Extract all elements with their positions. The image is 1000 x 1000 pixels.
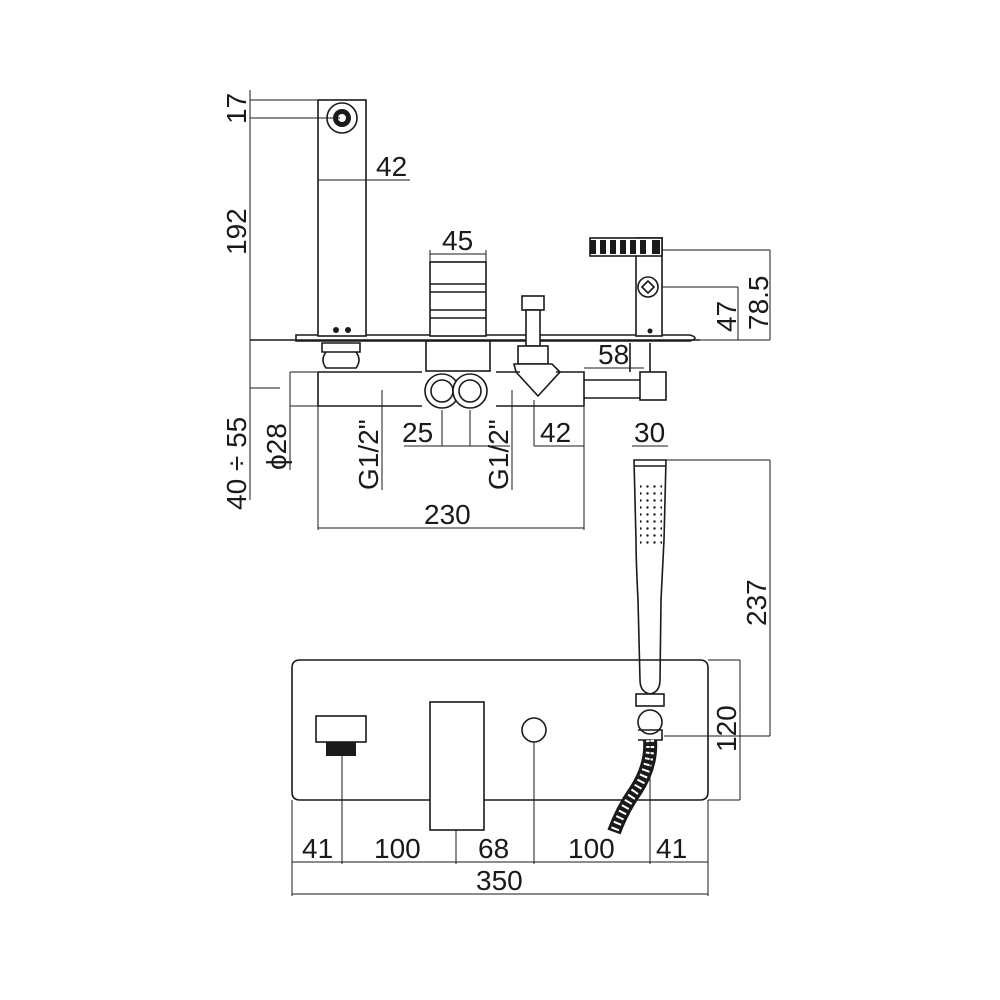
spout <box>317 99 367 369</box>
dim-front-100-right: 100 <box>568 833 615 864</box>
dim-holder-a: 47 <box>711 301 742 332</box>
handshower-holder <box>589 237 663 337</box>
dim-inlet-spacing: 25 <box>402 417 433 448</box>
dim-spout-outlet: 17 <box>221 93 252 124</box>
mixer-cartridge <box>425 261 491 372</box>
dimension-labels: 17 192 42 45 47 78.5 58 40 ÷ 55 ϕ28 G1/2… <box>221 93 774 896</box>
side-view <box>249 90 700 409</box>
front-plate <box>291 659 709 835</box>
dim-plate-height: 120 <box>711 705 742 752</box>
dim-wall-depth: 40 ÷ 55 <box>221 417 252 510</box>
dim-mixer-width: 45 <box>442 225 473 256</box>
dim-front-41-right: 41 <box>656 833 687 864</box>
dim-diverter-offset: 42 <box>540 417 571 448</box>
dim-spout-depth: 42 <box>376 151 407 182</box>
handshower <box>633 459 667 741</box>
dim-hose-connector: 30 <box>634 417 665 448</box>
dim-front-68: 68 <box>478 833 509 864</box>
dim-handshower-length: 237 <box>741 579 772 626</box>
dim-front-100-left: 100 <box>374 833 421 864</box>
pipe-body <box>317 343 667 409</box>
dim-inlet-right: G1/2" <box>483 419 514 490</box>
dim-pipe-diameter: ϕ28 <box>261 423 292 470</box>
dim-spout-height: 192 <box>221 208 252 255</box>
dim-holder-b: 78.5 <box>743 276 774 331</box>
dim-body-length: 230 <box>424 499 471 530</box>
diverter <box>512 295 562 398</box>
dim-inlet-left: G1/2" <box>353 419 384 490</box>
dim-outlet-offset: 58 <box>598 339 629 370</box>
dimension-lines <box>249 99 771 896</box>
dim-plate-width: 350 <box>476 865 523 896</box>
dim-front-41-left: 41 <box>302 833 333 864</box>
